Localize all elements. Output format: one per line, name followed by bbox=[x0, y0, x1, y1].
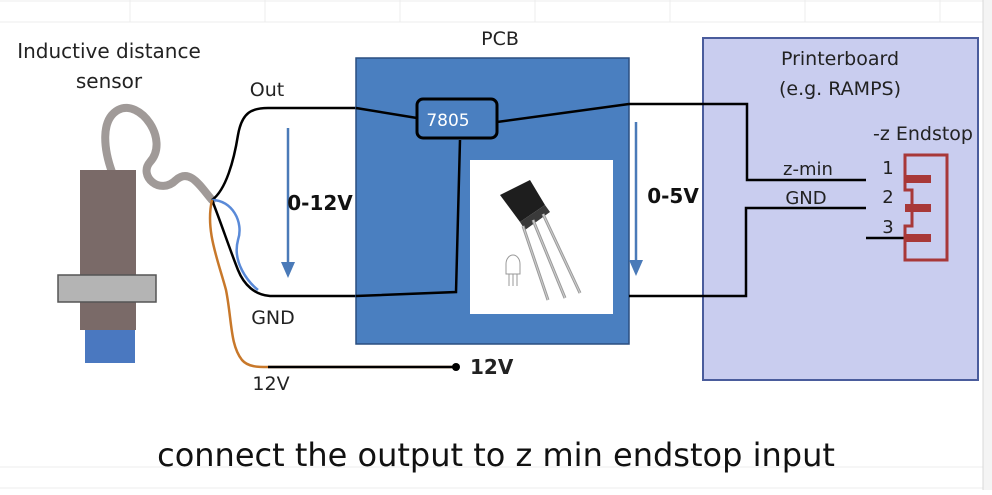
pin-label-2: 2 bbox=[882, 187, 893, 208]
regulator-label: 7805 bbox=[426, 111, 469, 131]
supply-terminal-label: 12V bbox=[470, 355, 514, 379]
pcb-ground-wire bbox=[355, 139, 462, 298]
zmin-label: z-min bbox=[783, 159, 833, 180]
ground-wire-out bbox=[629, 206, 866, 298]
pin-label-1: 1 bbox=[882, 158, 893, 179]
sensor-body bbox=[80, 170, 136, 330]
right-edge-strip bbox=[982, 0, 992, 490]
pin-label-3: 3 bbox=[882, 217, 893, 238]
endstop-title: -z Endstop bbox=[873, 123, 973, 145]
endstop-connector bbox=[903, 153, 949, 262]
regulator-photo bbox=[470, 160, 613, 314]
sensor-cable bbox=[101, 104, 216, 204]
printerboard-gnd-label: GND bbox=[785, 188, 826, 209]
sensor-title-line1: Inductive distance bbox=[17, 39, 201, 63]
sensor-tip bbox=[85, 330, 135, 363]
input-voltage-label: 0-12V bbox=[287, 191, 353, 215]
out-label: Out bbox=[250, 79, 284, 101]
out-wire bbox=[211, 106, 358, 202]
output-voltage-arrow bbox=[629, 122, 643, 276]
pcb-title: PCB bbox=[481, 28, 519, 50]
caption: connect the output to z min endstop inpu… bbox=[157, 436, 835, 474]
input-voltage-arrow bbox=[281, 128, 295, 278]
gnd-wire-blue bbox=[211, 198, 259, 291]
gnd-wire bbox=[210, 199, 358, 298]
signal-wire bbox=[629, 102, 866, 182]
sensor-nut bbox=[57, 274, 157, 303]
sensor-title-line2: sensor bbox=[76, 69, 143, 93]
connector-pin-3 bbox=[905, 234, 931, 242]
regulator-box bbox=[415, 97, 499, 140]
pcb-input-wire bbox=[355, 106, 418, 120]
supply-terminal-dot bbox=[452, 363, 460, 371]
printerboard-title-line2: (e.g. RAMPS) bbox=[779, 78, 901, 100]
inductive-sensor bbox=[57, 170, 157, 363]
output-voltage-label: 0-5V bbox=[647, 184, 699, 208]
supply-wire bbox=[208, 199, 455, 369]
gnd-label: GND bbox=[251, 307, 295, 329]
connector-pin-1 bbox=[905, 175, 931, 183]
connector-pin-2 bbox=[905, 204, 931, 212]
to92-transistor-icon bbox=[500, 180, 582, 301]
supply-label: 12V bbox=[252, 373, 289, 395]
pcb-output-wire bbox=[496, 102, 630, 124]
printerboard-title-line1: Printerboard bbox=[781, 48, 899, 70]
